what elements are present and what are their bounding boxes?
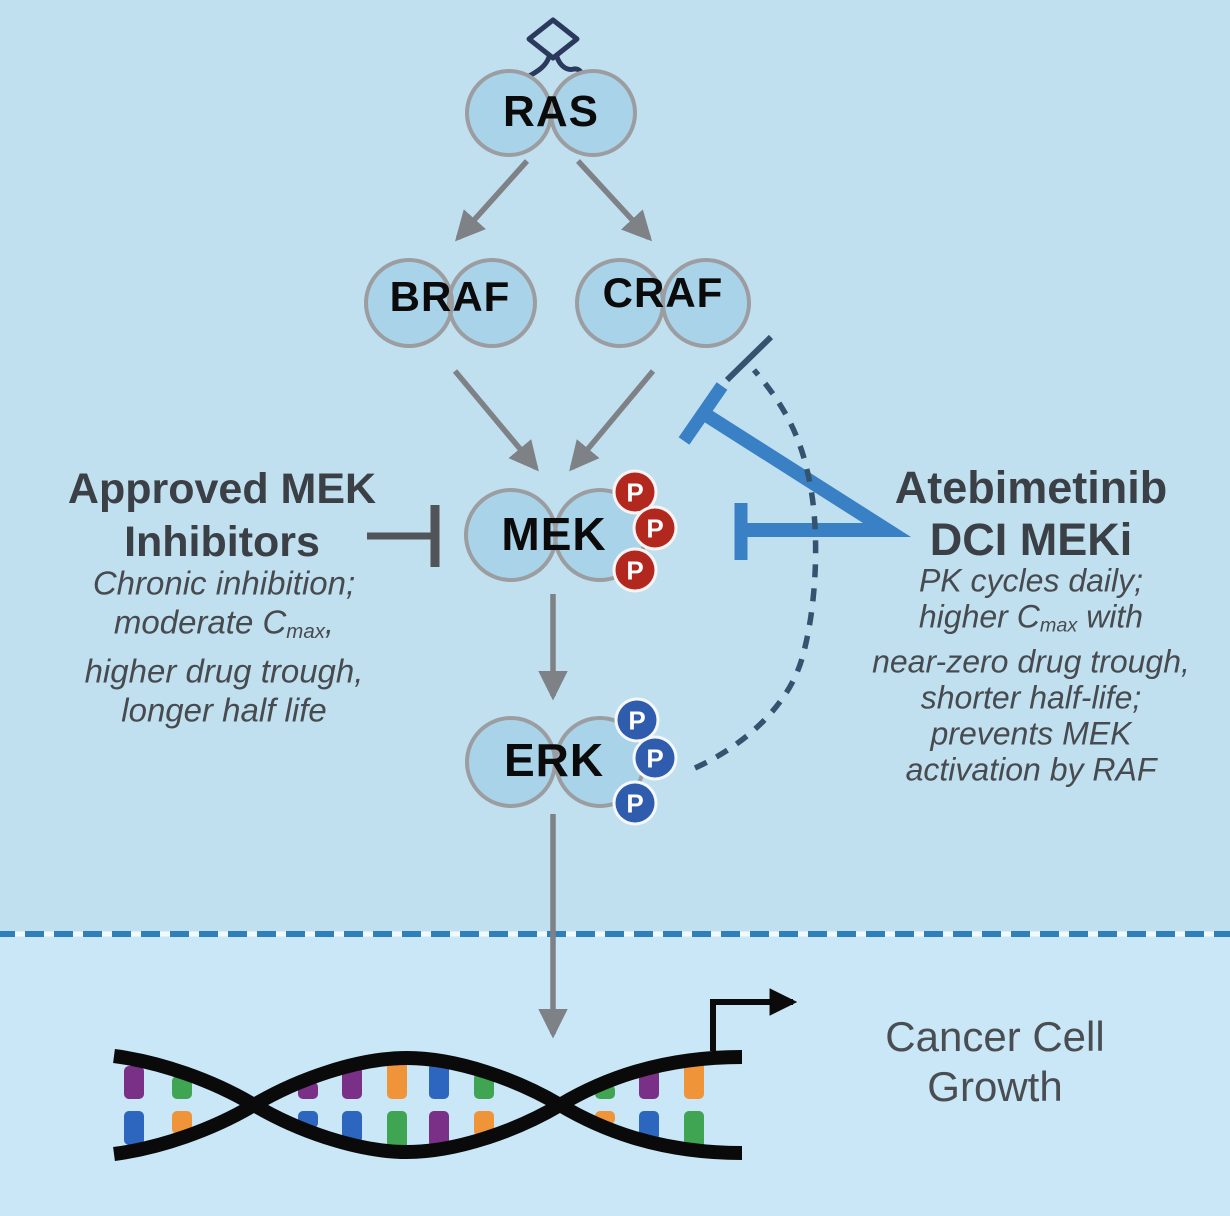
phospho-badge-erk-3: P — [612, 780, 658, 826]
cancer-cell-growth-line2: Growth — [927, 1063, 1063, 1110]
arrow-ras-to-craf — [575, 159, 653, 242]
atebimetinib-note-line4: shorter half-life; — [920, 679, 1142, 716]
atebimetinib-title-line2: DCI MEKi — [929, 514, 1133, 565]
approved-meki-note-line3: higher drug trough, — [84, 651, 364, 689]
approved-meki-note-line1: Chronic inhibition; — [92, 564, 356, 602]
approved-meki-title: Approved MEK Inhibitors — [68, 463, 376, 569]
phospho-badge-erk-1: P — [614, 697, 660, 743]
braf-label: BRAF — [389, 273, 511, 320]
erk-feedback-dashed-inhibition — [693, 334, 819, 771]
approved-meki-note-line4: longer half life — [121, 690, 327, 728]
arrow-braf-to-mek — [452, 369, 539, 472]
dna-helix — [113, 1049, 743, 1161]
atebimetinib-title: Atebimetinib DCI MEKi — [895, 462, 1168, 566]
transcription-arrow — [710, 988, 798, 1051]
cancer-cell-growth-label: Cancer Cell Growth — [885, 1012, 1104, 1112]
atebimetinib-note: PK cycles daily; higher Cmax with near-z… — [872, 562, 1190, 787]
erk-node — [465, 716, 646, 808]
approved-meki-note: Chronic inhibition; moderate Cmax, highe… — [85, 563, 364, 729]
atebimetinib-note-line1: PK cycles daily; — [918, 562, 1144, 599]
signal-arrows — [452, 159, 656, 1039]
phospho-badge-mek-3: P — [612, 547, 658, 593]
approved-meki-title-line2: Inhibitors — [124, 518, 320, 566]
phospho-badge-erk-2: P — [632, 735, 678, 781]
cancer-cell-growth-line1: Cancer Cell — [885, 1013, 1105, 1060]
atebimetinib-note-line3: near-zero drug trough, — [872, 643, 1190, 680]
braf-node — [364, 258, 537, 348]
atebimetinib-note-line5: prevents MEK — [930, 715, 1132, 752]
approved-meki-title-line1: Approved MEK — [67, 465, 377, 513]
arrow-ras-to-braf — [455, 159, 530, 242]
approved-meki-inhibition-tbar — [367, 505, 440, 567]
arrow-craf-to-mek — [569, 369, 656, 472]
atebimetinib-note-line6: activation by RAF — [905, 751, 1157, 788]
atebimetinib-inhibition-tbars — [678, 382, 912, 560]
approved-meki-note-line2: moderate Cmax, — [113, 603, 335, 643]
erk-label: ERK — [503, 734, 605, 786]
atebimetinib-title-line1: Atebimetinib — [894, 462, 1168, 513]
ras-label: RAS — [503, 87, 599, 136]
ras-node — [465, 69, 637, 157]
mek-label: MEK — [501, 508, 607, 560]
craf-node — [575, 258, 751, 348]
craf-label: CRAF — [602, 269, 724, 316]
phospho-badge-mek-2: P — [632, 505, 678, 551]
atebimetinib-note-line2: higher Cmax with — [918, 598, 1144, 637]
